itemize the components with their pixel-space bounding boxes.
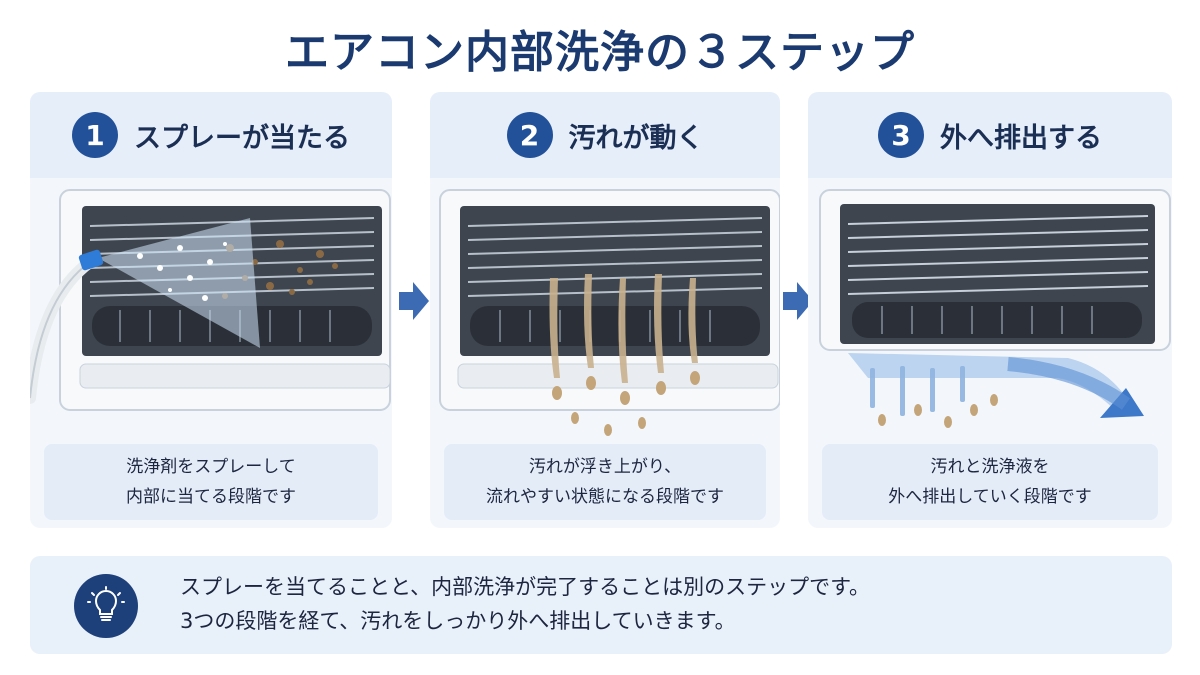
arrow-right-icon xyxy=(783,282,813,320)
step-card-1: 1 スプレーが当たる xyxy=(30,92,392,528)
caption-line: 外へ排出していく段階です xyxy=(888,487,1092,507)
step-title: スプレーが当たる xyxy=(134,122,350,154)
step-title: 外へ排出する xyxy=(940,122,1102,154)
step-header-3: 3 外へ排出する xyxy=(808,92,1172,178)
spray-hose-icon xyxy=(78,249,104,271)
caption-line: 洗浄剤をスプレーして xyxy=(126,457,296,477)
step-caption: 汚れと洗浄液を 外へ排出していく段階です xyxy=(822,444,1158,520)
note-line: スプレーを当てることと、内部洗浄が完了することは別のステップです。 xyxy=(180,575,871,599)
step-caption: 洗浄剤をスプレーして 内部に当てる段階です xyxy=(44,444,378,520)
caption-line: 汚れと洗浄液を xyxy=(930,457,1050,477)
page-title: エアコン内部洗浄の３ステップ xyxy=(285,27,915,78)
caption-line: 内部に当てる段階です xyxy=(126,487,296,507)
step-number-badge: 1 xyxy=(72,112,118,158)
step-header-1: 1 スプレーが当たる xyxy=(30,92,392,178)
step-card-3: 3 外へ排出する 汚れと洗浄液を xyxy=(808,92,1172,528)
ac-dirt-flow-illustration xyxy=(439,189,780,436)
caption-line: 汚れが浮き上がり、 xyxy=(528,457,682,477)
step-card-2: 2 汚れが動く xyxy=(430,92,780,528)
note-text: スプレーを当てることと、内部洗浄が完了することは別のステップです。 3つの段階を… xyxy=(180,570,870,638)
ac-drain-illustration xyxy=(819,189,1171,428)
step-number-badge: 3 xyxy=(878,112,924,158)
arrow-right-icon xyxy=(399,282,429,320)
step-caption: 汚れが浮き上がり、 流れやすい状態になる段階です xyxy=(444,444,766,520)
step-number-badge: 2 xyxy=(506,112,553,158)
caption-line: 流れやすい状態になる段階です xyxy=(486,487,724,507)
step-title: 汚れが動く xyxy=(568,122,704,154)
lightbulb-icon xyxy=(74,574,138,638)
step-header-2: 2 汚れが動く xyxy=(430,92,780,178)
summary-note: スプレーを当てることと、内部洗浄が完了することは別のステップです。 3つの段階を… xyxy=(30,556,1172,654)
ac-spray-illustration xyxy=(30,189,391,411)
note-line: 3つの段階を経て、汚れをしっかり外へ排出していきます。 xyxy=(180,609,736,633)
